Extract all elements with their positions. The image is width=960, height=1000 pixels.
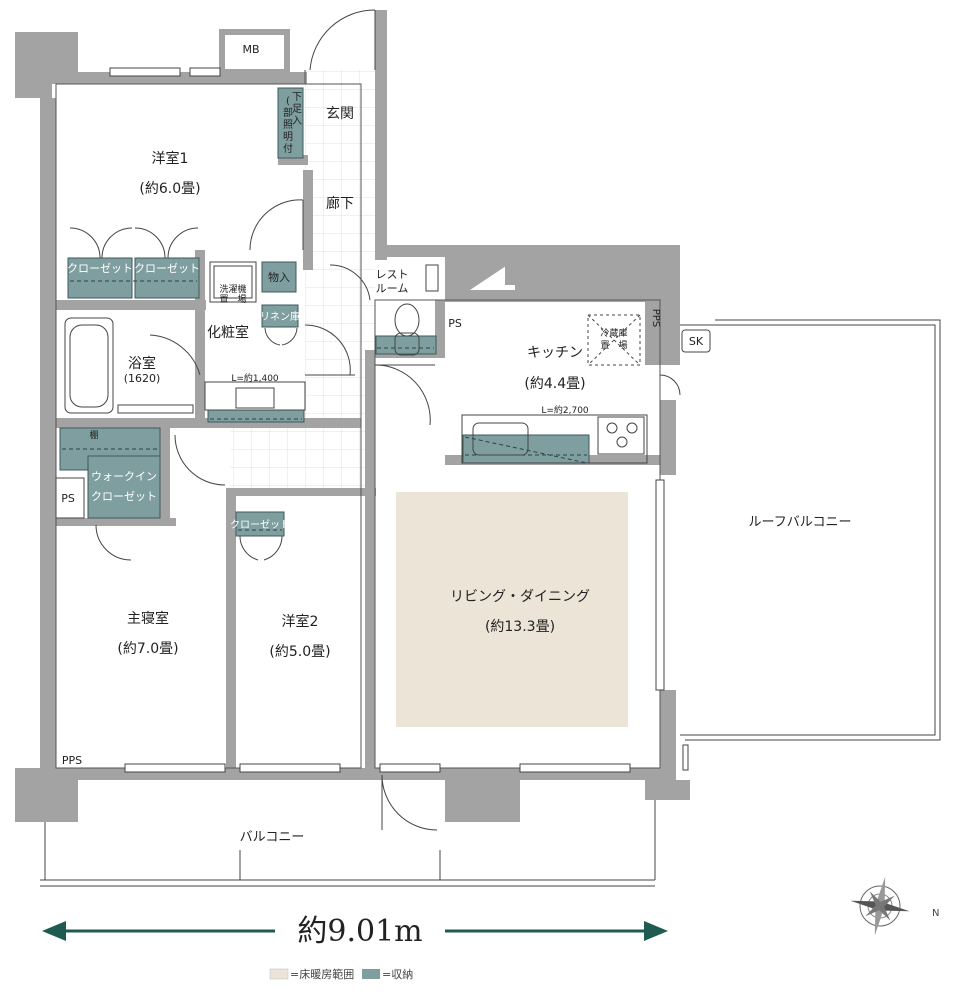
roof-balcony-label: ルーフバルコニー	[749, 515, 852, 530]
svg-text:入: 入	[292, 116, 302, 127]
floor-heating-area	[396, 492, 628, 727]
bathroom-name: 浴室	[128, 355, 156, 372]
storage-label: 物入	[268, 270, 290, 284]
hallway-floor-lower	[230, 420, 375, 490]
windows	[109, 67, 665, 773]
mb-label: MB	[242, 43, 259, 56]
svg-text:足: 足	[292, 103, 302, 115]
svg-text:(: (	[286, 96, 290, 107]
restroom-label-1: レスト	[376, 268, 409, 281]
walls	[15, 10, 690, 822]
vanity-length: L=約1,400	[231, 372, 279, 384]
door-swings	[69, 9, 681, 831]
arrow-right-icon	[644, 921, 668, 941]
shelf-label: 棚	[89, 429, 98, 441]
walkin-label-1: ウォークイン	[91, 470, 157, 483]
pps-label-1: PPS	[650, 309, 661, 327]
bathroom-size: (1620)	[124, 372, 161, 385]
closet-c-label: クローゼット	[230, 519, 290, 531]
ps-label-1: PS	[448, 317, 462, 330]
pps-label-2: PPS	[62, 754, 82, 767]
svg-text:照: 照	[283, 119, 293, 131]
north-label: N	[932, 908, 939, 919]
compass-icon: N	[850, 876, 939, 936]
balcony-rail	[40, 800, 656, 887]
ps-label-2: PS	[61, 492, 75, 505]
corridor-label: 廊下	[326, 195, 354, 212]
master-bedroom-size: (約7.0畳)	[117, 641, 178, 657]
living-dining-size: (約13.3畳)	[485, 619, 555, 635]
walkin-label-2: クローゼット	[91, 490, 157, 503]
stove-burners	[606, 422, 638, 448]
kitchen-name: キッチン	[527, 345, 583, 361]
kitchen-length: L=約2,700	[541, 404, 589, 416]
fridge-label-2: 置 場	[600, 339, 627, 351]
legend-storage-swatch	[362, 969, 380, 979]
svg-text:明: 明	[283, 131, 293, 143]
dimension-line: 約9.01m	[42, 914, 668, 949]
restroom-label-2: ルーム	[376, 282, 409, 295]
arrow-left-icon	[42, 921, 66, 941]
living-dining-name: リビング・ダイニング	[450, 589, 590, 605]
room-labels: MB 洋室1 (約6.0畳) 玄関 廊下 下 足 入 ( 部 照 明 付 クロー…	[61, 43, 851, 845]
master-bedroom-name: 主寝室	[127, 610, 169, 627]
linen-label: リネン庫	[260, 310, 300, 323]
storage-dashes	[62, 280, 588, 531]
svg-text:付: 付	[283, 142, 293, 155]
legend-storage-text: =収納	[382, 968, 413, 981]
balcony-label: バルコニー	[240, 830, 305, 845]
fridge-label-1: 冷蔵庫	[600, 327, 627, 339]
bedroom2-name: 洋室2	[282, 613, 319, 630]
roof-balcony	[680, 319, 941, 771]
legend-floor-heating-swatch	[269, 968, 289, 980]
width-dimension: 約9.01m	[297, 914, 422, 949]
svg-text:部: 部	[283, 106, 293, 119]
storage-areas	[59, 87, 590, 537]
washer-label-1: 洗濯機	[219, 283, 246, 295]
closet-a-label: クローゼット	[67, 262, 133, 275]
entrance-label: 玄関	[326, 105, 354, 122]
bedroom1-size: (約6.0畳)	[139, 181, 200, 197]
sk-label: SK	[689, 335, 704, 348]
fixtures	[55, 261, 711, 519]
closet-b-label: クローゼット	[134, 262, 200, 275]
legend-floor-heating-text: =床暖房範囲	[290, 967, 354, 981]
bedroom1-name: 洋室1	[152, 150, 189, 167]
powder-room-label: 化粧室	[207, 324, 249, 341]
bedroom2-size: (約5.0畳)	[269, 644, 330, 660]
shoe-storage-label: 下 足 入 ( 部 照 明 付	[283, 92, 302, 155]
legend: =床暖房範囲 =収納	[269, 967, 413, 981]
svg-text:下: 下	[292, 92, 302, 103]
kitchen-size: (約4.4畳)	[524, 376, 585, 392]
washer-label-2: 置 場	[219, 293, 246, 305]
